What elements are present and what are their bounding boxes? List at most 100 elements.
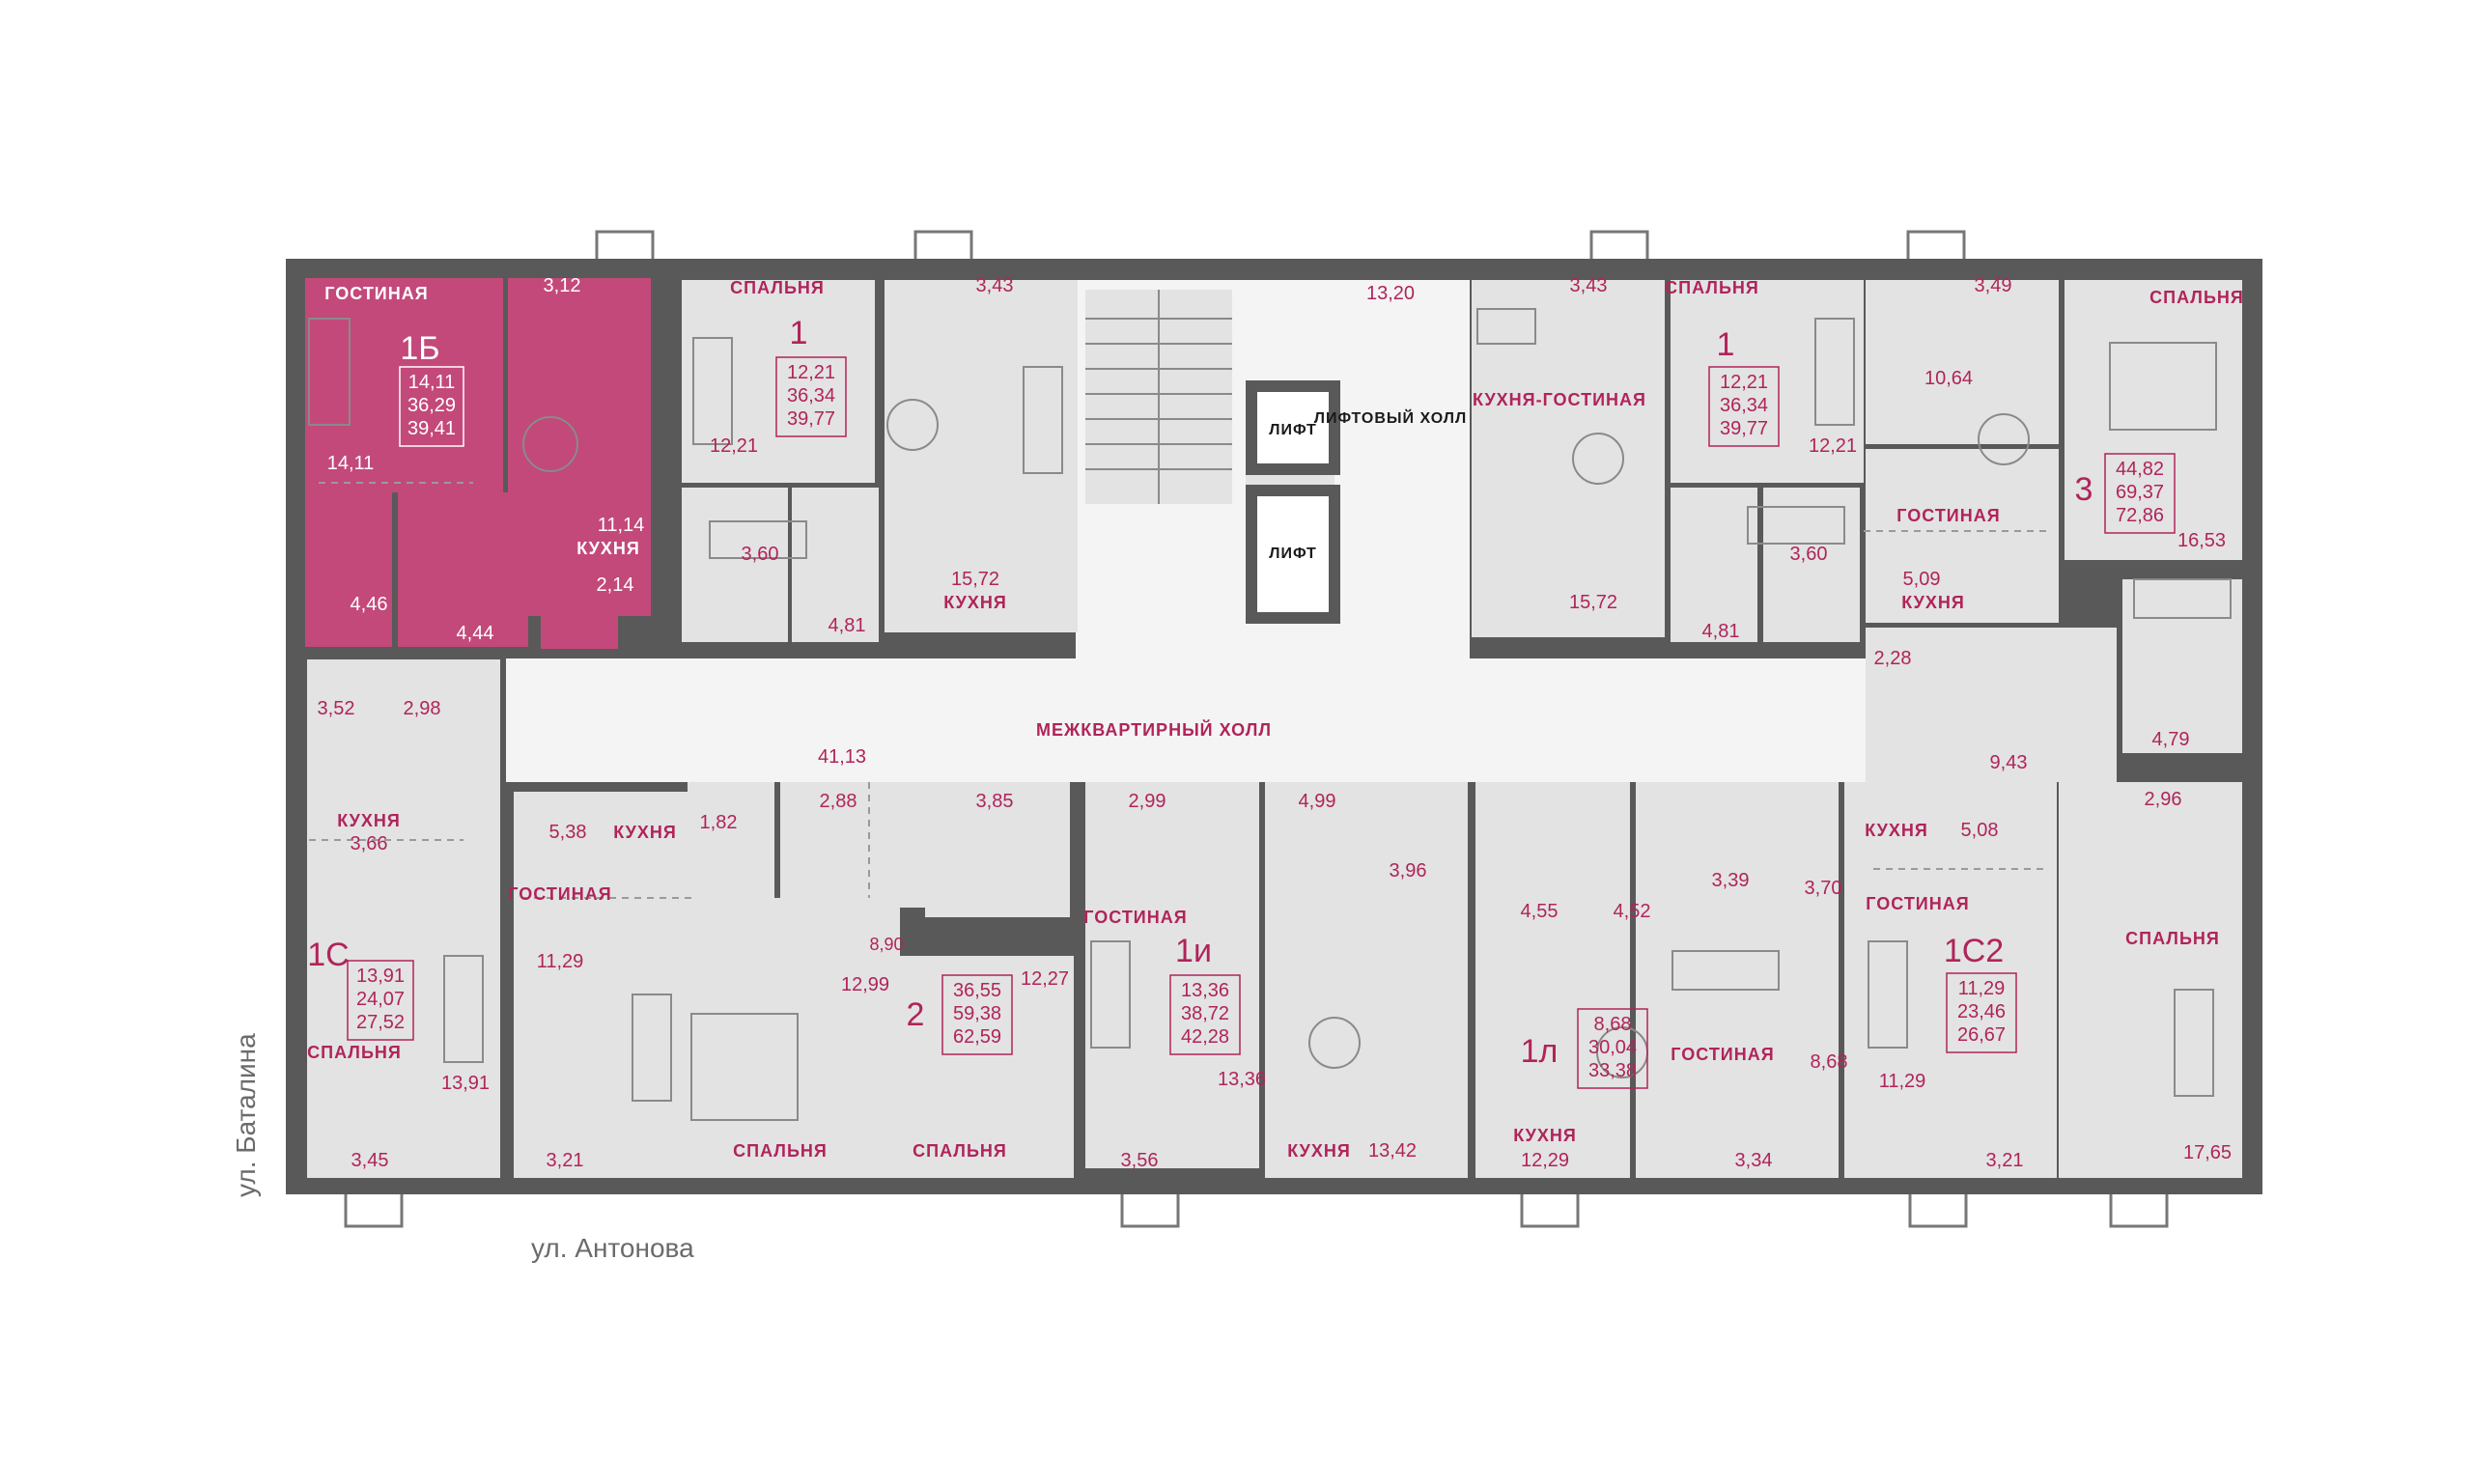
area-store: 2,14 [597,574,634,596]
area-bedroom: 16,53 [2177,530,2226,551]
room-label-kitchen: КУХНЯ [1287,1141,1351,1161]
apartment-total-balcony-area: 42,28 [1181,1026,1229,1048]
apartment-code[interactable]: 1л [1521,1033,1559,1070]
area-corridor: 3,70 [1805,878,1842,899]
area-hall: 2,98 [404,698,441,719]
apartment-total-area: 59,38 [953,1003,1001,1024]
room-label-living: ГОСТИНАЯ [1083,908,1187,927]
area-bedroom: 12,27 [1021,968,1069,990]
area-corridor: 8,90 [869,935,903,954]
room-label-bedroom: СПАЛЬНЯ [913,1141,1007,1161]
apartment-code[interactable]: 3 [2075,471,2093,508]
area-balcony: 3,21 [1986,1150,2024,1171]
area-balcony: 3,56 [1121,1150,1159,1171]
apartment-total-area: 24,07 [356,989,405,1010]
apartment-total-area: 36,34 [787,385,835,406]
lift-hall-label: ЛИФТОВЫЙ ХОЛЛ [1314,408,1468,427]
apartment-total-area: 23,46 [1957,1001,2006,1022]
common-areas [506,280,1874,782]
apartment-living-area: 44,82 [2116,459,2164,480]
apartment-total-balcony-area: 39,77 [787,408,835,430]
area-bath: 3,60 [742,544,779,565]
apartment-code[interactable]: 1 [790,315,808,351]
area-hall: 4,55 [1521,901,1559,922]
area-bath: 3,60 [1790,544,1828,565]
area-balcony: 3,49 [1975,275,2012,296]
room-label-bedroom: СПАЛЬНЯ [1665,278,1759,297]
apartment-total-balcony-area: 39,77 [1720,418,1768,439]
apartment-code[interactable]: 1С2 [1944,933,2004,969]
area-kitchen: 15,72 [1569,592,1617,613]
area-store: 4,52 [1614,901,1651,922]
area-kitchen: 5,38 [549,822,587,843]
area-bedroom: 13,36 [1218,1069,1266,1090]
area-bedroom: 12,21 [710,435,758,457]
room-label-kitchen: КУХНЯ [337,811,401,830]
apartment-living-area: 13,91 [356,966,405,987]
room-label-kitchen: КУХНЯ [613,823,677,842]
room-label-kitchen: КУХНЯ [576,539,640,558]
room-label-living: ГОСТИНАЯ [508,884,611,904]
corridor-label: МЕЖКВАРТИРНЫЙ ХОЛЛ [1036,719,1272,740]
room-label-bedroom: СПАЛЬНЯ [2149,288,2244,307]
area-balcony: 3,43 [1570,275,1608,296]
area-kitchen: 12,29 [1521,1150,1569,1171]
dashed-partitions [309,482,2047,899]
area-bedroom: 17,65 [2183,1142,2232,1163]
room-label-living: ГОСТИНАЯ [1896,506,2000,525]
room-label-kitchen: КУХНЯ [1865,821,1928,840]
area-kitchen: 13,42 [1368,1140,1417,1162]
street-west: ул. Баталина [231,1033,261,1197]
area-living: 11,29 [537,951,584,972]
apartment-total-balcony-area: 72,86 [2116,505,2164,526]
apartment-code[interactable]: 1 [1717,326,1735,363]
apartment-code[interactable]: 2 [907,996,925,1033]
area-balcony: 3,45 [351,1150,389,1171]
apartment-living-area: 36,55 [953,980,1001,1001]
area-bath: 4,46 [351,594,388,615]
area-store: 1,82 [700,812,738,833]
area-bedroom: 12,99 [841,974,889,995]
area-kitchen: 15,72 [951,569,999,590]
apartment-total-area: 36,34 [1720,395,1768,416]
apartment-code[interactable]: 1Б [400,330,439,367]
apartment-1b-highlight[interactable] [305,278,651,649]
lift-hall-area: 13,20 [1366,283,1415,304]
apartment-code[interactable]: 1С [307,937,349,973]
area-bedroom: 12,21 [1809,435,1857,457]
apartment-code[interactable]: 1и [1175,933,1212,969]
room-label-living: ГОСТИНАЯ [1866,894,1969,913]
area-bath: 3,52 [318,698,355,719]
area-hall: 9,43 [1990,752,2028,773]
room-label-kitchen: КУХНЯ [943,593,1007,612]
area-store: 4,99 [1299,791,1336,812]
apartment-total-balcony-area: 39,41 [407,418,456,439]
area-hall: 4,81 [1702,621,1740,642]
apartment-total-balcony-area: 26,67 [1957,1024,2006,1046]
apartment-living-area: 8,68 [1594,1014,1632,1035]
area-living: 8,68 [1811,1051,1848,1073]
area-bath: 4,79 [2152,729,2190,750]
apartment-total-balcony-area: 27,52 [356,1012,405,1033]
area-bedroom: 11,29 [1879,1071,1926,1092]
apartment-living-area: 12,21 [787,362,835,383]
room-label-kitchen: КУХНЯ [1513,1126,1577,1145]
apartment-living-area: 13,36 [1181,980,1229,1001]
room-label-kitchen-living: КУХНЯ-ГОСТИНАЯ [1473,390,1646,409]
room-label-bedroom: СПАЛЬНЯ [730,278,825,297]
area-hall: 2,88 [820,791,857,812]
rooms [307,280,2242,1178]
area-kitchen: 5,09 [1903,569,1941,590]
street-south: ул. Антонова [531,1233,694,1263]
room-label-bedroom: СПАЛЬНЯ [2125,929,2220,948]
room-label-bedroom: СПАЛЬНЯ [733,1141,828,1161]
apartment-total-area: 30,04 [1588,1037,1637,1058]
room-label-kitchen: КУХНЯ [1901,593,1965,612]
area-bath: 3,85 [976,791,1014,812]
area-wc: 2,96 [2145,789,2182,810]
area-balcony: 3,34 [1735,1150,1773,1171]
area-kitchen: 11,14 [598,515,645,536]
area-kitchen: 3,66 [351,833,388,854]
lift-1-label: ЛИФТ [1269,422,1317,438]
